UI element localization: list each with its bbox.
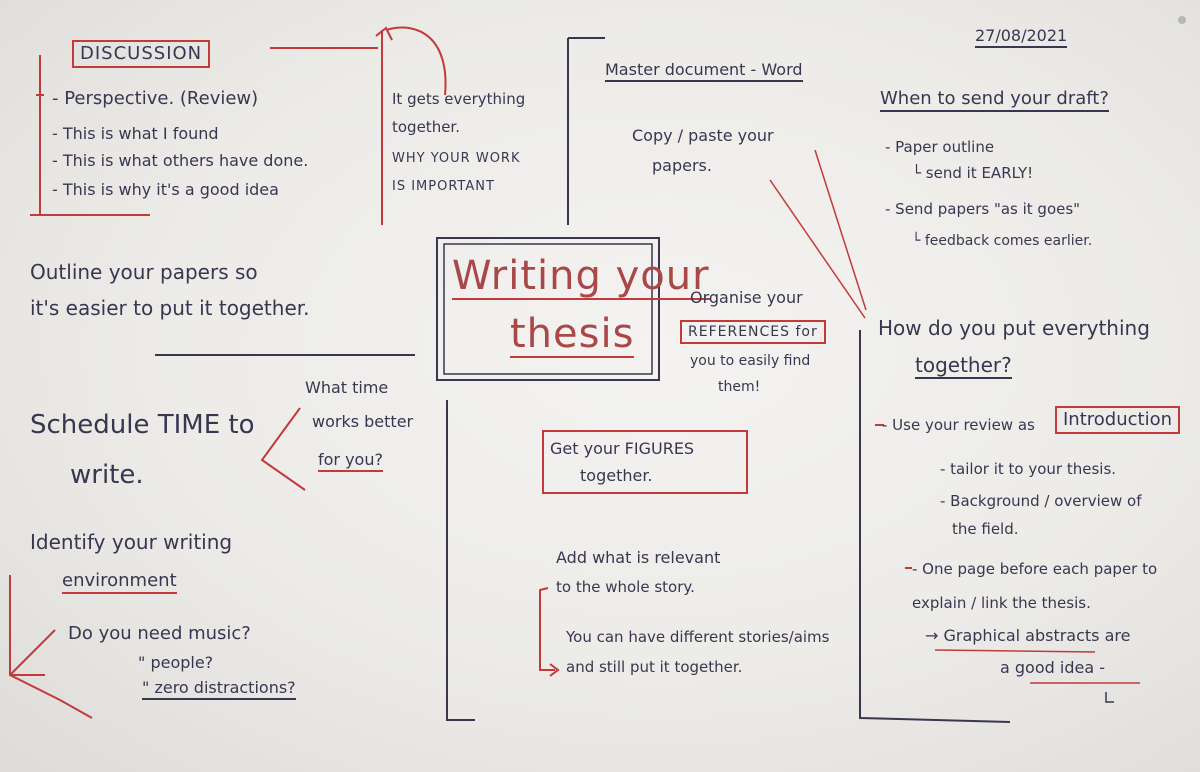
send-draft-line: └ feedback comes earlier. <box>912 233 1093 249</box>
date-label: 27/08/2021 <box>975 28 1068 48</box>
figures-box-line: Get your FIGURES <box>550 439 695 458</box>
references-line: Organise your <box>690 288 803 307</box>
discussion-item: - Perspective. (Review) <box>52 88 259 109</box>
environment-question: " zero distractions? <box>142 680 296 700</box>
gets-together-line: together. <box>392 118 460 136</box>
put-together-line: - One page before each paper to <box>912 560 1158 578</box>
magnet-dot <box>1178 16 1186 24</box>
discussion-item: - This is why it's a good idea <box>52 180 279 199</box>
send-draft-heading: When to send your draft? <box>880 90 1109 112</box>
schedule-question: What time <box>305 378 389 397</box>
references-line: them! <box>718 379 761 395</box>
outline-line: Outline your papers so <box>30 260 258 284</box>
schedule-question: works better <box>312 412 414 431</box>
master-doc-line: papers. <box>652 156 712 175</box>
put-together-line: a good idea - <box>1000 658 1105 677</box>
master-doc-line: Copy / paste your <box>632 126 774 145</box>
put-together-heading: together? <box>915 353 1012 379</box>
send-draft-line: └ send it EARLY! <box>912 164 1034 182</box>
send-draft-line: - Paper outline <box>885 138 995 156</box>
figures-box-line: together. <box>580 466 653 486</box>
discussion-heading: DISCUSSION <box>72 40 211 68</box>
center-title-line2: thesis <box>510 311 635 358</box>
environment-question: " people? <box>138 653 214 672</box>
send-draft-line: - Send papers "as it goes" <box>885 200 1081 218</box>
put-together-line: explain / link the thesis. <box>912 594 1091 612</box>
schedule-line: write. <box>70 460 144 490</box>
put-together-line: the field. <box>952 520 1019 538</box>
schedule-line: Schedule TIME to <box>30 410 255 440</box>
environment-question: Do you need music? <box>68 623 251 644</box>
figures-box: Get your FIGURES together. <box>542 430 748 495</box>
introduction-box: Introduction <box>1055 406 1181 434</box>
discussion-item: - This is what I found <box>52 124 219 143</box>
references-line: you to easily find <box>690 353 811 369</box>
figures-line: and still put it together. <box>566 658 743 676</box>
master-doc-heading: Master document - Word <box>605 62 803 82</box>
put-together-line: - Use your review as <box>882 416 1035 434</box>
figures-line: Add what is relevant <box>556 548 721 567</box>
put-together-line: - tailor it to your thesis. <box>940 460 1117 478</box>
gets-together-line: WHY YOUR WORK <box>392 151 521 166</box>
figures-line: to the whole story. <box>556 578 695 596</box>
discussion-item: - This is what others have done. <box>52 151 309 170</box>
gets-together-line: It gets everything <box>392 90 526 108</box>
put-together-heading: How do you put everything <box>878 316 1150 340</box>
figures-line: You can have different stories/aims <box>566 628 830 646</box>
references-highlight: REFERENCES for <box>680 320 826 344</box>
schedule-question: for you? <box>318 452 383 472</box>
environment-line: environment <box>62 572 177 594</box>
gets-together-line: IS IMPORTANT <box>392 179 495 194</box>
put-together-line: - Background / overview of <box>940 492 1142 510</box>
put-together-line: → Graphical abstracts are <box>925 626 1131 645</box>
environment-line: Identify your writing <box>30 530 233 554</box>
outline-line: it's easier to put it together. <box>30 296 310 320</box>
center-title-line1: Writing your <box>452 253 710 300</box>
